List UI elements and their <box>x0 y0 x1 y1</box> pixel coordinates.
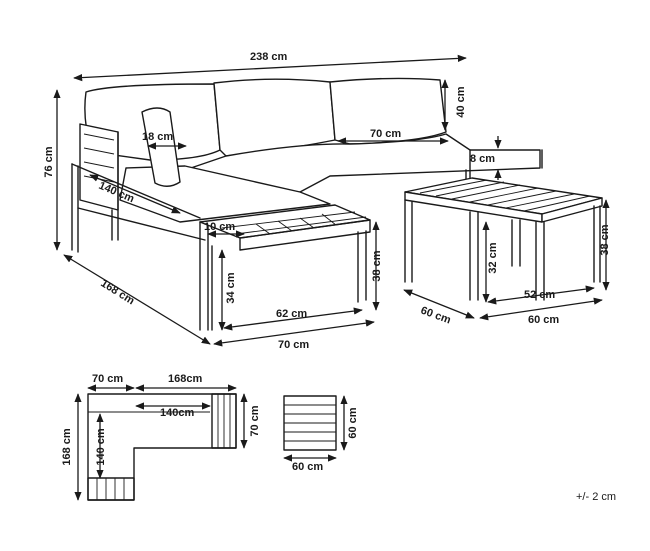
plan-label-table-bottom: 60 cm <box>292 461 323 473</box>
plan-label-table-side: 60 cm <box>347 407 359 438</box>
label-table-height: 38 cm <box>599 224 611 255</box>
label-side-cushion-thickness: 18 cm <box>142 131 173 143</box>
label-overall-width: 238 cm <box>250 51 288 63</box>
plan-view: 70 cm 168cm 140cm 70 cm 168 cm 140 cm <box>61 373 261 501</box>
label-table-width: 60 cm <box>528 314 559 326</box>
label-chaise-clearance: 34 cm <box>225 272 237 303</box>
plan-label-inner-length: 140cm <box>160 407 194 419</box>
sofa-illustration <box>71 77 543 331</box>
label-table-clearance: 32 cm <box>487 242 499 273</box>
dimension-lines <box>53 54 610 347</box>
plan-label-right-depth: 70 cm <box>249 405 261 436</box>
label-back-cushion-height: 40 cm <box>455 86 467 117</box>
label-chaise-outer-length: 168 cm <box>98 277 136 307</box>
label-chaise-width: 70 cm <box>278 339 309 351</box>
plan-table: 60 cm 60 cm <box>283 395 359 473</box>
tolerance-note: +/- 2 cm <box>576 491 616 503</box>
plan-label-left-depth: 70 cm <box>92 373 123 385</box>
plan-label-outer-side: 168 cm <box>61 428 73 466</box>
label-seat-cushion-depth: 70 cm <box>370 128 401 140</box>
coffee-table-illustration <box>404 177 603 301</box>
label-seat-cushion-thickness: 8 cm <box>470 153 495 165</box>
label-table-inner-width: 52 cm <box>524 289 555 301</box>
plan-label-top-length: 168cm <box>168 373 202 385</box>
label-seat-height: 38 cm <box>371 250 383 281</box>
label-overall-height: 76 cm <box>43 146 55 177</box>
label-chaise-inner-width: 62 cm <box>276 308 307 320</box>
plan-label-inner-side: 140 cm <box>95 428 107 466</box>
label-armrest-shelf-width: 10 cm <box>204 221 235 233</box>
